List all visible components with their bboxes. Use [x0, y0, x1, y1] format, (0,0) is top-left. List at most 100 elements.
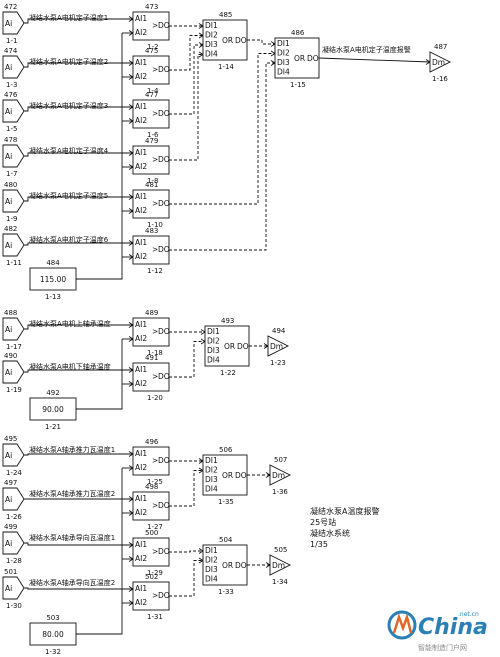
input-shape	[2, 531, 25, 555]
pin-ai2: AI2	[135, 72, 147, 81]
comparator-box	[132, 189, 170, 219]
input-shape	[2, 144, 25, 168]
or-gate-pin: DI1	[207, 327, 220, 336]
pin-ai2: AI2	[135, 379, 147, 388]
input-label: 凝结水泵A电机定子温度6	[29, 235, 109, 244]
input-wire	[24, 242, 133, 246]
comparator-op: >	[152, 372, 158, 381]
pin-ai1: AI1	[135, 494, 147, 503]
or-gate-out: DO	[235, 561, 247, 570]
output-tag: Dm	[432, 58, 445, 67]
or-gate-pin: DI4	[205, 575, 218, 584]
comparator-id: 483	[145, 227, 158, 235]
pin-ai1: AI1	[135, 449, 147, 458]
comparator-id: 489	[145, 309, 158, 317]
comparator-id: 475	[145, 47, 158, 55]
or-gate-out: DO	[235, 471, 247, 480]
signal-wire	[318, 57, 431, 63]
or-gate-pin: DI4	[277, 68, 290, 77]
pin-ai1: AI1	[135, 14, 147, 23]
comparator-box	[132, 317, 170, 347]
comparator-op: >	[152, 245, 158, 254]
input-tag: Ai	[5, 495, 12, 504]
wire-arrow	[270, 50, 276, 57]
input-tag: Ai	[5, 368, 12, 377]
input-wire	[24, 62, 133, 68]
output-tag: Dm	[272, 561, 285, 570]
comparator-sheet: 1-4	[147, 87, 159, 95]
pin-ai2: AI2	[135, 28, 147, 37]
note-line: 25号站	[310, 517, 336, 527]
input-wire	[24, 324, 133, 330]
input-shape	[2, 317, 25, 341]
input-label: 凝结水泵A轴承推力瓦温度2	[29, 489, 115, 498]
output-label: 凝结水泵A电机定子温度报警	[322, 45, 411, 54]
input-shape	[2, 487, 25, 511]
comparator-id: 481	[145, 181, 158, 189]
comparator-out: DO	[158, 155, 170, 164]
watermark-tagline: 智能制造门户网	[418, 643, 467, 652]
comparator-box	[132, 11, 170, 41]
or-gate-pin: DI3	[277, 58, 290, 67]
pin-ai1: AI1	[135, 192, 147, 201]
comparator-op: >	[152, 327, 158, 336]
input-sheet: 1-1	[6, 37, 17, 45]
input-wire	[24, 587, 133, 590]
or-gate-box	[202, 544, 248, 586]
input-id: 478	[4, 136, 17, 144]
comparator-box	[132, 145, 170, 175]
comparator-box	[132, 99, 170, 129]
comparator-box	[132, 55, 170, 85]
output-shape	[429, 51, 452, 73]
comparator-out: DO	[158, 501, 170, 510]
or-gate-box	[202, 19, 248, 61]
input-sheet: 1-7	[6, 170, 17, 178]
constant-value: 115.00	[40, 275, 66, 284]
or-gate-out: DO	[307, 54, 319, 63]
input-id: 497	[4, 479, 17, 487]
signal-wire	[169, 550, 203, 553]
or-gate-op: OR	[294, 54, 305, 63]
input-id: 476	[4, 91, 18, 99]
pin-ai2: AI2	[135, 162, 147, 171]
input-label: 凝结水泵A电机上轴承温度	[29, 319, 111, 328]
pin-ai1: AI1	[135, 365, 147, 374]
or-gate-sheet: 1-14	[218, 63, 234, 71]
or-gate-op: OR	[222, 36, 233, 45]
pin-ai2: AI2	[135, 252, 147, 261]
constant-box	[29, 397, 77, 421]
input-shape	[2, 189, 25, 213]
input-id: 495	[4, 435, 17, 443]
input-shape	[2, 55, 25, 79]
input-wire	[24, 453, 133, 456]
output-id: 505	[274, 546, 287, 554]
input-wire	[24, 18, 133, 24]
constant-sheet: 1-13	[45, 293, 61, 301]
comparator-out: DO	[158, 327, 170, 336]
comparator-sheet: 1-18	[147, 349, 163, 357]
note-line: 凝结水泵A温度报警	[310, 506, 379, 516]
pin-ai1: AI1	[135, 58, 147, 67]
or-gate-box	[204, 325, 250, 367]
constant-box	[29, 622, 77, 646]
comparator-op: >	[152, 591, 158, 600]
or-gate-pin: DI2	[205, 31, 218, 40]
wire-arrow	[200, 338, 206, 345]
pin-ai2: AI2	[135, 463, 147, 472]
constant-bus	[76, 468, 123, 635]
comparator-op: >	[152, 456, 158, 465]
